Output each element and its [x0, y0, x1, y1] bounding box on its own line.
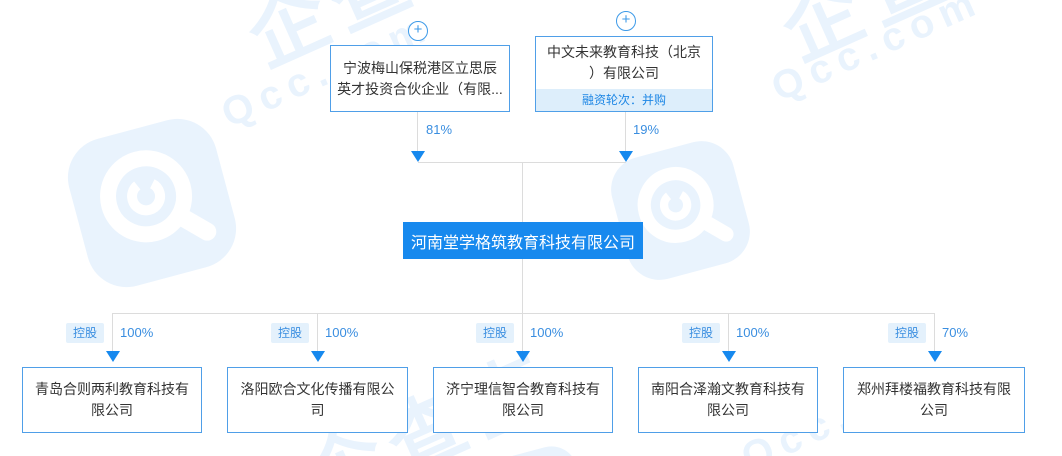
company-name: 宁波梅山保税港区立思辰 英才投资合伙企业（有限...: [337, 59, 503, 97]
connector-line: [112, 313, 935, 314]
connector-line: [625, 112, 626, 152]
company-name: 河南堂学格筑教育科技有限公司: [410, 234, 635, 252]
connector-line: [934, 313, 935, 352]
connector-line: [417, 112, 418, 152]
ownership-percent: 100%: [736, 325, 770, 340]
connector-line: [317, 313, 318, 352]
company-name: 济宁理信智合教育科技有 限公司: [446, 381, 600, 418]
focus-company-node[interactable]: 河南堂学格筑教育科技有限公司: [403, 222, 643, 259]
connector-line: [522, 313, 523, 352]
expand-plus-icon[interactable]: [408, 21, 428, 41]
connector-line: [112, 313, 113, 352]
subsidiary-company-node[interactable]: 郑州拜楼福教育科技有限 公司: [843, 367, 1025, 433]
subsidiary-company-node[interactable]: 洛阳欧合文化传播有限公 司: [227, 367, 408, 433]
relation-badge: 控股: [888, 323, 927, 343]
subsidiary-company-node[interactable]: 南阳合泽瀚文教育科技有 限公司: [638, 367, 818, 433]
company-name: 中文未来教育科技（北京 ）有限公司: [547, 44, 701, 81]
ownership-percent: 19%: [633, 122, 660, 137]
subsidiary-company-node[interactable]: 青岛合则两利教育科技有 限公司: [22, 367, 202, 433]
ownership-percent: 100%: [530, 325, 564, 340]
company-name: 南阳合泽瀚文教育科技有 限公司: [651, 381, 805, 418]
arrow-down-icon: [722, 351, 736, 362]
arrow-down-icon: [928, 351, 942, 362]
relation-badge: 控股: [271, 323, 310, 343]
subsidiary-company-node[interactable]: 济宁理信智合教育科技有 限公司: [433, 367, 613, 433]
connector-line: [522, 259, 523, 314]
ownership-percent: 100%: [325, 325, 359, 340]
connector-line: [522, 162, 523, 222]
connector-line: [728, 313, 729, 352]
ownership-percent: 70%: [942, 325, 969, 340]
company-name: 郑州拜楼福教育科技有限 公司: [857, 381, 1011, 418]
ownership-percent: 81%: [426, 122, 453, 137]
parent-company-node[interactable]: 宁波梅山保税港区立思辰 英才投资合伙企业（有限...: [330, 45, 510, 112]
company-name: 青岛合则两利教育科技有 限公司: [35, 381, 189, 418]
parent-company-node[interactable]: 中文未来教育科技（北京 ）有限公司 融资轮次：并购: [535, 36, 713, 112]
arrow-down-icon: [311, 351, 325, 362]
company-name: 洛阳欧合文化传播有限公 司: [240, 381, 395, 418]
arrow-down-icon: [411, 151, 425, 162]
relation-badge: 控股: [66, 323, 105, 343]
arrow-down-icon: [106, 351, 120, 362]
funding-round-badge: 融资轮次：并购: [536, 89, 712, 111]
expand-plus-icon[interactable]: [616, 11, 636, 31]
arrow-down-icon: [516, 351, 530, 362]
relation-badge: 控股: [682, 323, 721, 343]
arrow-down-icon: [619, 151, 633, 162]
relation-badge: 控股: [476, 323, 515, 343]
ownership-percent: 100%: [120, 325, 154, 340]
